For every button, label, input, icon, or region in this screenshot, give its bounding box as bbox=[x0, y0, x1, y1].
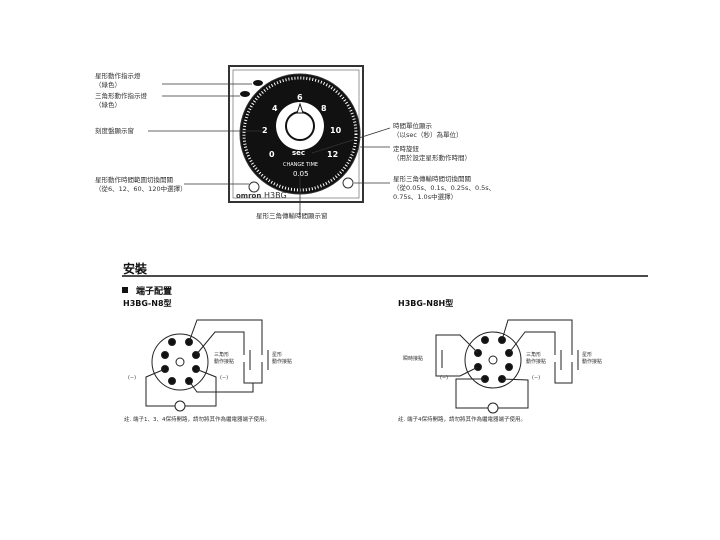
polarity-label: (∼) bbox=[532, 375, 541, 381]
brand-logo: omron bbox=[236, 192, 262, 200]
dial-number: 0 bbox=[269, 150, 275, 159]
note-n8h: 註. 端子4保持開路，請勿將其作為繼電器端子使用。 bbox=[398, 417, 526, 423]
subsection-title: 端子配置 bbox=[136, 287, 173, 297]
star-range-switch[interactable] bbox=[248, 181, 260, 193]
star-contact-label: 星形動作接點 bbox=[272, 352, 293, 365]
callout-delta-indicator: 三角形動作指示燈（綠色） bbox=[95, 92, 147, 109]
polarity-label: (∼) bbox=[440, 375, 449, 381]
model-title-n8: H3BG-N8型 bbox=[123, 299, 172, 308]
change-time-label: CHANGE TIME bbox=[283, 162, 319, 168]
dial-number: 4 bbox=[272, 104, 278, 113]
delta-contact-label: 三角形動作接點 bbox=[214, 352, 235, 365]
polarity-label: (∼) bbox=[220, 375, 229, 381]
dial-number: 6 bbox=[297, 93, 303, 102]
star-indicator-led bbox=[253, 80, 263, 86]
callout-timer-knob: 定時旋鈕（用於設定星形動作時間） bbox=[393, 145, 471, 162]
delta-indicator-led bbox=[240, 91, 250, 97]
dial-number: 2 bbox=[262, 126, 268, 135]
note-n8: 註. 端子1、3、4保持開路，請勿將其作為繼電器端子使用。 bbox=[124, 417, 270, 423]
dial-number: 12 bbox=[327, 150, 339, 159]
wiring-diagram-n8 bbox=[145, 319, 269, 412]
callout-star-indicator: 星形動作指示燈（綠色） bbox=[95, 72, 141, 89]
callout-transfer-window: 星形三角傳輸時間顯示窗 bbox=[256, 212, 328, 220]
instant-contact-label: 瞬時接點 bbox=[403, 356, 424, 362]
callout-star-range-switch: 星形動作時間範圍切換開關（從6、12、60、120中選擇） bbox=[95, 176, 187, 193]
change-time-value: 0.05 bbox=[293, 170, 309, 178]
section-title: 安裝 bbox=[123, 262, 148, 276]
star-contact-label: 星形動作接點 bbox=[582, 352, 603, 365]
dial-number: 10 bbox=[330, 126, 342, 135]
model-label: H3BG bbox=[264, 191, 287, 200]
transfer-time-switch[interactable] bbox=[342, 177, 354, 189]
polarity-label: (∼) bbox=[128, 375, 137, 381]
callout-time-unit: 時間單位顯示（以sec（秒）為單位） bbox=[393, 122, 463, 139]
delta-contact-label: 三角形動作接點 bbox=[526, 352, 547, 365]
timer-front-view bbox=[228, 65, 364, 218]
time-unit-label: sec bbox=[292, 149, 306, 157]
wiring-diagram-n8h bbox=[435, 319, 579, 414]
model-title-n8h: H3BG-N8H型 bbox=[398, 299, 454, 308]
callout-transfer-switch: 星形三角傳輸時間切換開關（從0.05s、0.1s、0.25s、0.5s、0.75… bbox=[393, 175, 496, 201]
callout-scale-window: 刻度盤顯示窗 bbox=[95, 127, 134, 135]
dial-number: 8 bbox=[321, 104, 327, 113]
